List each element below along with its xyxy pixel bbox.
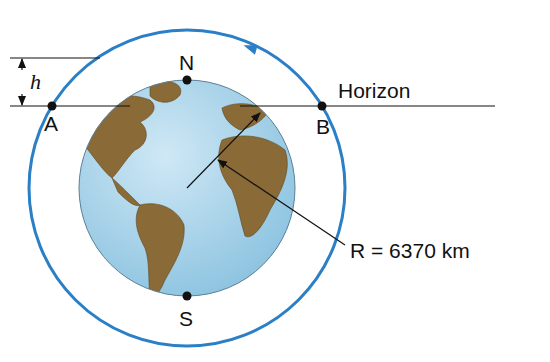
earth	[79, 80, 295, 296]
point-n	[183, 76, 192, 85]
dimension-line	[10, 57, 100, 58]
dimension-label: R = 6370 km	[350, 240, 470, 261]
horizon-label: Horizon	[338, 80, 410, 101]
horizon-line	[240, 105, 495, 106]
point-a	[48, 102, 57, 111]
point-s	[183, 292, 192, 301]
radius-line	[187, 113, 260, 188]
point-label: A	[44, 113, 58, 134]
dimension-label: h	[30, 71, 41, 93]
point-b	[318, 102, 327, 111]
point-label: S	[179, 308, 193, 329]
leader-line	[218, 160, 345, 245]
point-label: B	[316, 116, 330, 137]
orbit	[29, 30, 345, 346]
horizon-line	[10, 105, 130, 106]
point-label: N	[179, 52, 194, 73]
orbit-arrow	[244, 43, 259, 56]
